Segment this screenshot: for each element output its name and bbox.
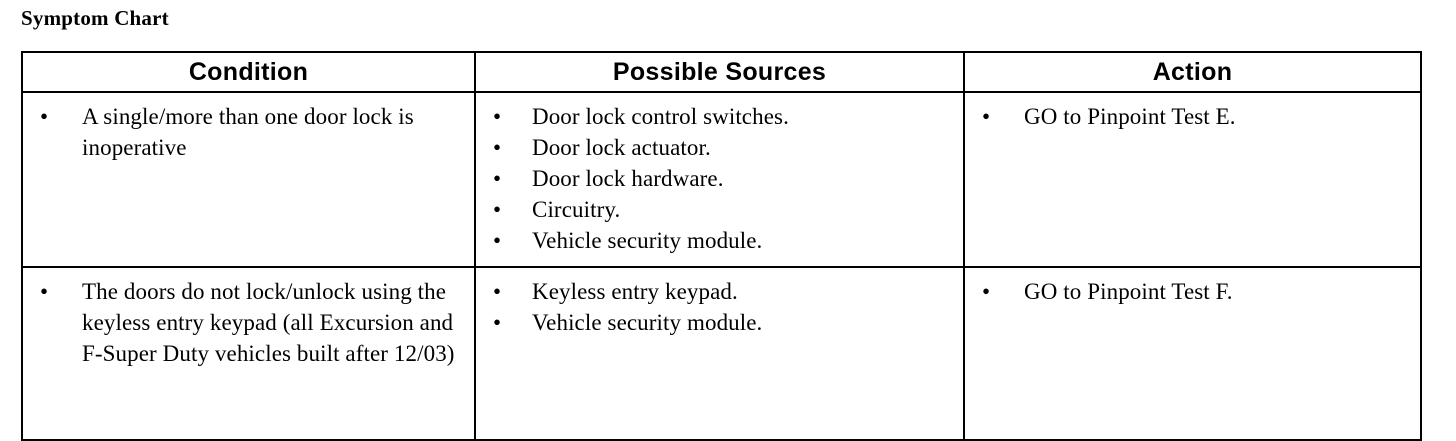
- list-item-label: The doors do not lock/unlock using the k…: [82, 279, 455, 366]
- action-list: • GO to Pinpoint Test F.: [971, 276, 1414, 307]
- list-item: • Keyless entry keypad.: [482, 276, 957, 307]
- list-item-label: GO to Pinpoint Test F.: [1024, 279, 1233, 304]
- list-item: • Circuitry.: [482, 194, 957, 225]
- table-row: • A single/more than one door lock is in…: [21, 91, 1422, 268]
- symptom-chart-table: Condition Possible Sources Action • A si…: [21, 51, 1422, 441]
- bullet-icon: •: [982, 279, 991, 304]
- bullet-icon: •: [40, 279, 49, 304]
- table-row: • The doors do not lock/unlock using the…: [21, 266, 1422, 441]
- possible-sources-list: • Door lock control switches. • Door loc…: [482, 101, 957, 256]
- column-header-condition: Condition: [21, 51, 476, 93]
- bullet-icon: •: [493, 135, 502, 160]
- list-item: • Vehicle security module.: [482, 307, 957, 338]
- bullet-icon: •: [493, 104, 502, 129]
- bullet-icon: •: [40, 104, 49, 129]
- list-item-label: Door lock actuator.: [532, 135, 711, 160]
- list-item-label: Keyless entry keypad.: [532, 279, 738, 304]
- possible-sources-list: • Keyless entry keypad. • Vehicle securi…: [482, 276, 957, 338]
- list-item: • The doors do not lock/unlock using the…: [29, 276, 468, 369]
- bullet-icon: •: [493, 197, 502, 222]
- page-title: Symptom Chart: [21, 6, 169, 30]
- list-item: • A single/more than one door lock is in…: [29, 101, 468, 163]
- list-item-label: GO to Pinpoint Test E.: [1024, 104, 1236, 129]
- list-item-label: Door lock hardware.: [532, 166, 724, 191]
- column-header-action: Action: [963, 51, 1422, 93]
- table-body: • A single/more than one door lock is in…: [21, 91, 1422, 441]
- condition-list: • The doors do not lock/unlock using the…: [29, 276, 468, 369]
- list-item-label: Vehicle security module.: [532, 228, 763, 253]
- list-item-label: A single/more than one door lock is inop…: [82, 104, 414, 160]
- cell-action: • GO to Pinpoint Test E.: [963, 91, 1422, 268]
- action-list: • GO to Pinpoint Test E.: [971, 101, 1414, 132]
- condition-list: • A single/more than one door lock is in…: [29, 101, 468, 163]
- cell-action: • GO to Pinpoint Test F.: [963, 266, 1422, 441]
- table-header: Condition Possible Sources Action: [21, 51, 1422, 93]
- cell-possible-sources: • Keyless entry keypad. • Vehicle securi…: [474, 266, 965, 441]
- bullet-icon: •: [493, 166, 502, 191]
- column-header-possible-sources: Possible Sources: [474, 51, 965, 93]
- list-item: • Door lock hardware.: [482, 163, 957, 194]
- bullet-icon: •: [982, 104, 991, 129]
- bullet-icon: •: [493, 279, 502, 304]
- list-item-label: Door lock control switches.: [532, 104, 789, 129]
- list-item: • Door lock actuator.: [482, 132, 957, 163]
- list-item: • Door lock control switches.: [482, 101, 957, 132]
- bullet-icon: •: [493, 310, 502, 335]
- cell-condition: • A single/more than one door lock is in…: [21, 91, 476, 268]
- cell-condition: • The doors do not lock/unlock using the…: [21, 266, 476, 441]
- list-item-label: Vehicle security module.: [532, 310, 763, 335]
- cell-possible-sources: • Door lock control switches. • Door loc…: [474, 91, 965, 268]
- list-item: • GO to Pinpoint Test E.: [971, 101, 1414, 132]
- list-item: • GO to Pinpoint Test F.: [971, 276, 1414, 307]
- list-item: • Vehicle security module.: [482, 225, 957, 256]
- header-row: Condition Possible Sources Action: [21, 51, 1422, 93]
- list-item-label: Circuitry.: [532, 197, 621, 222]
- bullet-icon: •: [493, 228, 502, 253]
